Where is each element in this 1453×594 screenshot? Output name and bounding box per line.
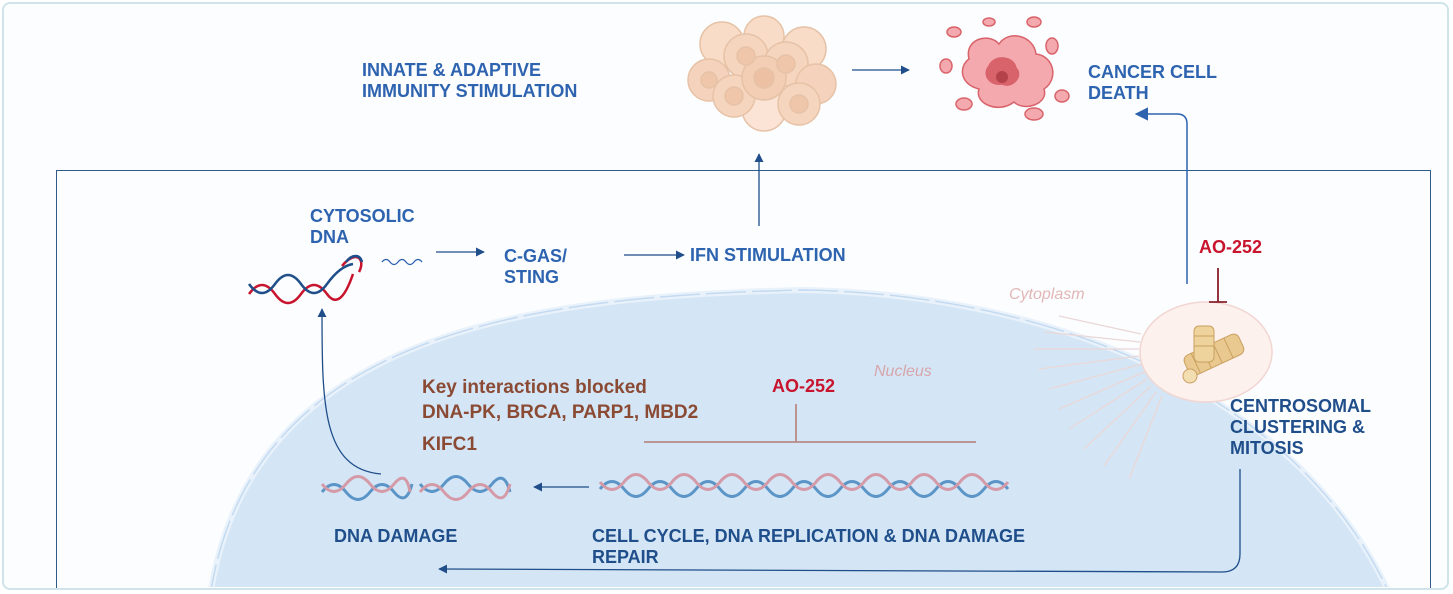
cancer-line-1: CANCER CELL: [1088, 62, 1217, 82]
cgas-line-2: STING: [504, 267, 560, 287]
nucleus: [208, 286, 1390, 587]
immunity-line-2: IMMUNITY STIMULATION: [362, 81, 578, 101]
ao252-centrosome-label: AO-252: [1199, 237, 1263, 257]
cytosolic-line-1: CYTOSOLIC: [310, 206, 415, 226]
dna-fragment-squiggle: [381, 258, 423, 266]
ifn-stimulation-label: IFN STIMULATION: [690, 245, 846, 265]
key-interactions-label: Key interactions blocked DNA-PK, BRCA, P…: [422, 375, 698, 457]
centrosomal-clustering-label: CENTROSOMAL CLUSTERING & MITOSIS: [1230, 396, 1371, 459]
cellcycle-line-1: CELL CYCLE, DNA REPLICATION & DNA DAMAGE: [592, 526, 1026, 546]
cgas-sting-label: C-GAS/ STING: [504, 246, 567, 288]
pathway-arrows: [317, 65, 1241, 574]
ao252-nucleus-label: AO-252: [772, 376, 836, 396]
cytoplasm-label: Cytoplasm: [1009, 286, 1085, 303]
key-line-3: KIFC1: [422, 434, 477, 455]
centrosomal-line-3: MITOSIS: [1230, 438, 1304, 458]
microtubule-rays: [1034, 315, 1163, 480]
damaged-dna-strand: [320, 475, 512, 501]
key-line-1: Key interactions blocked: [422, 377, 647, 398]
dna-damage-label: DNA DAMAGE: [334, 526, 458, 546]
cell-boundary: [56, 170, 1431, 588]
cgas-line-1: C-GAS/: [504, 246, 567, 266]
immunity-line-1: INNATE & ADAPTIVE: [362, 60, 542, 80]
centrosome: [1139, 301, 1273, 403]
cytosolic-dna-label: CYTOSOLIC DNA: [310, 206, 415, 248]
immunity-stimulation-label: INNATE & ADAPTIVE IMMUNITY STIMULATION: [362, 60, 577, 102]
diagram-artwork: [208, 15, 1390, 587]
ao252-centrosome-inhibition: [1209, 268, 1227, 303]
cancer-death-arrow: [1134, 107, 1188, 284]
nuclear-dna-strand: [598, 473, 1010, 498]
centrosomal-line-1: CENTROSOMAL: [1230, 396, 1371, 416]
cancer-line-2: DEATH: [1088, 83, 1149, 103]
immune-cell-cluster: [687, 15, 837, 132]
ao252-nucleus-inhibition: [644, 404, 976, 443]
cellcycle-line-2: REPAIR: [592, 547, 659, 567]
centrosomal-line-2: CLUSTERING &: [1230, 417, 1365, 437]
apoptotic-cancer-cell: [939, 16, 1070, 121]
key-line-2: DNA-PK, BRCA, PARP1, MBD2: [422, 402, 699, 423]
cytosolic-line-2: DNA: [310, 227, 349, 247]
cytosolic-dna-helix: [247, 254, 364, 305]
cell-cycle-label: CELL CYCLE, DNA REPLICATION & DNA DAMAGE…: [592, 526, 1025, 568]
cancer-cell-death-label: CANCER CELL DEATH: [1088, 62, 1217, 104]
nucleus-label: Nucleus: [874, 363, 932, 380]
